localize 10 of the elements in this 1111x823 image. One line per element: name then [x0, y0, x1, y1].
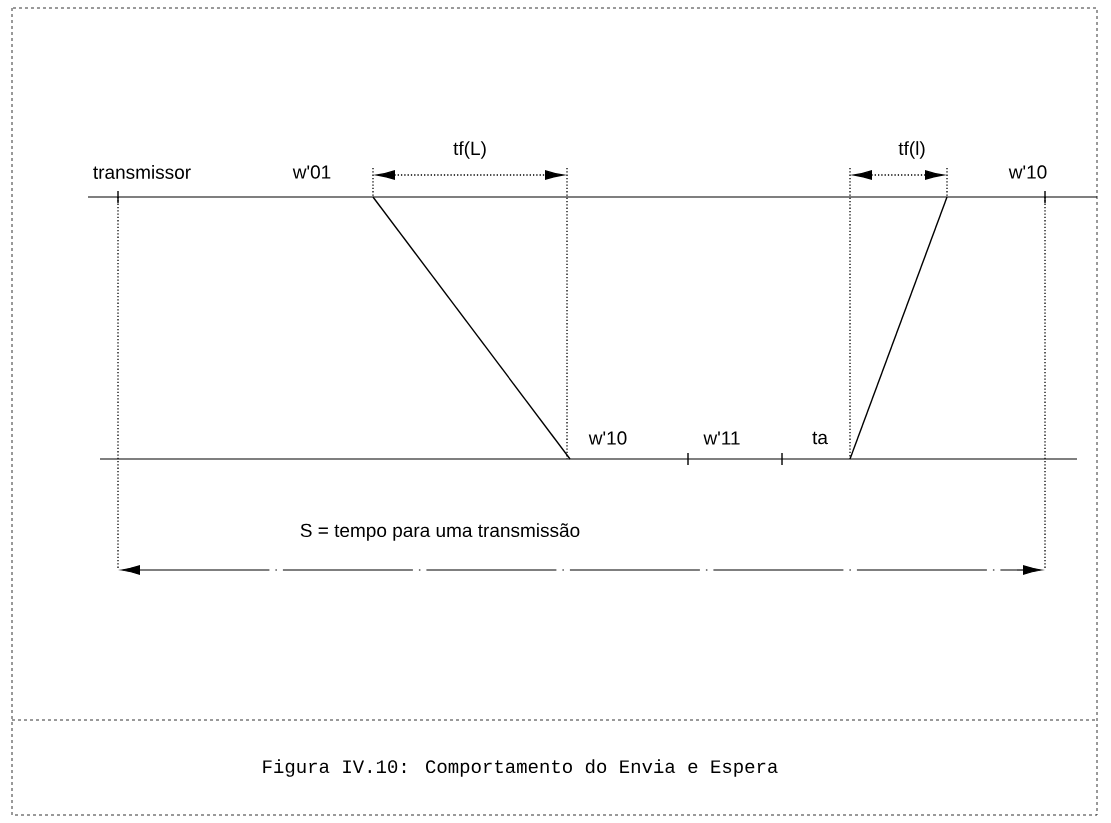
axis-label: w'01	[292, 165, 331, 179]
axis-label: w'11	[703, 431, 740, 445]
axis-label: tf(L)	[453, 141, 486, 159]
axis-label: transmissor	[93, 165, 191, 179]
figure-caption: Figura IV.10: Comportamento do Envia e Espera	[263, 759, 778, 777]
axis-label: S = tempo para uma transmissão	[300, 523, 580, 541]
axis-label: tf(l)	[898, 141, 925, 159]
axis-label: ta	[812, 431, 828, 445]
axis-label: w'10	[1008, 165, 1047, 179]
axis-label: w'10	[588, 431, 627, 445]
